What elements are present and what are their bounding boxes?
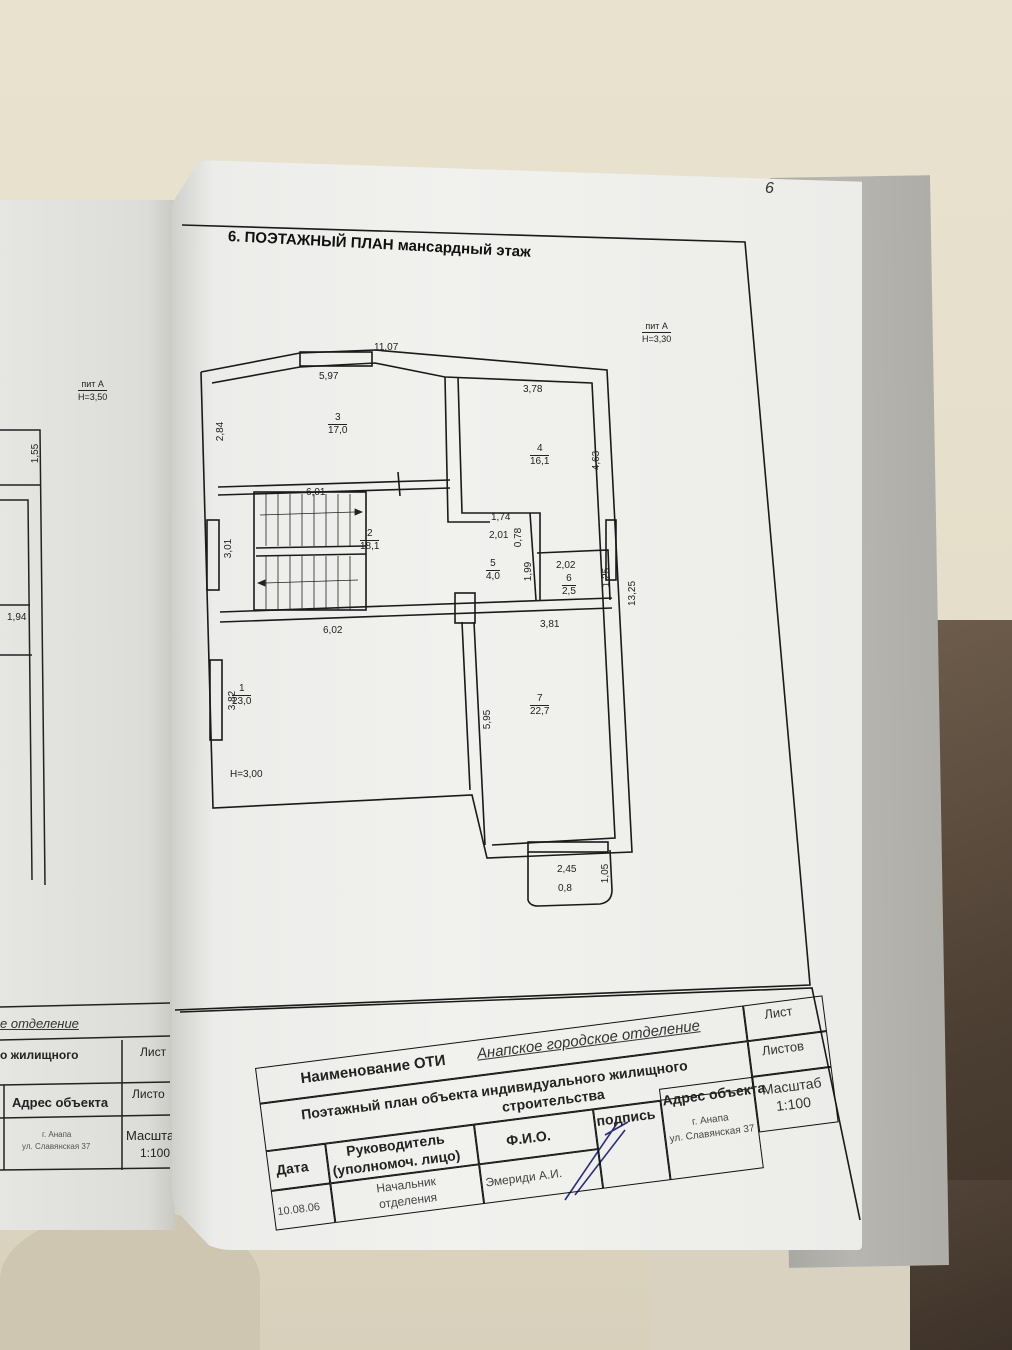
right-page (172, 160, 862, 1250)
room-number: 6 (562, 573, 576, 586)
dimension-label: 2,45 (557, 864, 577, 875)
left-scale-value: 1:100 (140, 1146, 171, 1160)
lit-height: H=3,50 (78, 392, 108, 402)
room-number: 4 (530, 443, 550, 456)
left-doc-title: о жилищного (0, 1048, 79, 1062)
room-number: 3 (328, 412, 348, 425)
dimension-label: 0,78 (513, 527, 525, 548)
room-area: 4,0 (486, 571, 500, 582)
dimension-label: 1,99 (523, 561, 535, 582)
dimension-label: 3,78 (523, 384, 543, 395)
room-number: 2 (360, 528, 380, 541)
signature (564, 1121, 629, 1201)
left-oti-value: е отделение (0, 1016, 79, 1031)
room-area: 17,0 (328, 425, 348, 436)
room-number: 5 (486, 558, 500, 571)
room-area: 23,0 (232, 696, 252, 707)
dimension-label: 6,01 (306, 487, 326, 498)
dimension-label: 4,63 (591, 450, 603, 471)
lit-name: пит А (642, 320, 672, 333)
room-area: 22,7 (530, 706, 550, 717)
dimension-label: H=3,00 (230, 769, 263, 780)
dimension-label: 3,01 (223, 538, 235, 559)
left-address-street: ул. Славянская 37 (22, 1142, 91, 1151)
dimension-label: 3,82 (227, 690, 239, 711)
room-area: 16,1 (530, 456, 550, 467)
left-address-label: Адрес объекта (12, 1095, 109, 1110)
dimension-label: 6,02 (323, 625, 343, 636)
left-address-city: г. Анапа (42, 1130, 72, 1139)
room-number: 7 (530, 693, 550, 706)
dimension-label: 1,74 (491, 512, 511, 523)
dimension-label: 2,01 (489, 530, 509, 541)
dimension-label: 1,25 (601, 567, 613, 588)
left-scale-label: Масшта (126, 1128, 175, 1143)
lit-height: H=3,30 (642, 334, 672, 344)
room-number: 1 (232, 683, 252, 696)
dimension-label: 11,07 (374, 342, 399, 353)
stair-steps (256, 494, 364, 610)
room-area: 18,1 (360, 541, 380, 552)
left-sheet-label: Лист (140, 1045, 167, 1059)
left-sheets-label: Листо (132, 1087, 165, 1101)
left-page (0, 200, 175, 1230)
dimension-label: 1,05 (600, 863, 612, 884)
dimension-label: 2,84 (215, 421, 227, 442)
dimension-label: 0,8 (558, 883, 572, 894)
page-number: 6 (765, 180, 774, 197)
dimension-label: 13,25 (627, 580, 639, 607)
room-area: 2,5 (562, 586, 576, 597)
dimension-label: 5,95 (482, 709, 494, 730)
lit-name: пит А (78, 378, 108, 391)
dimension-label: 3,81 (540, 619, 560, 630)
dimension-label: 1,94 (7, 612, 27, 623)
dimension-label: 2,02 (556, 560, 576, 571)
dimension-label: 5,97 (319, 371, 339, 382)
